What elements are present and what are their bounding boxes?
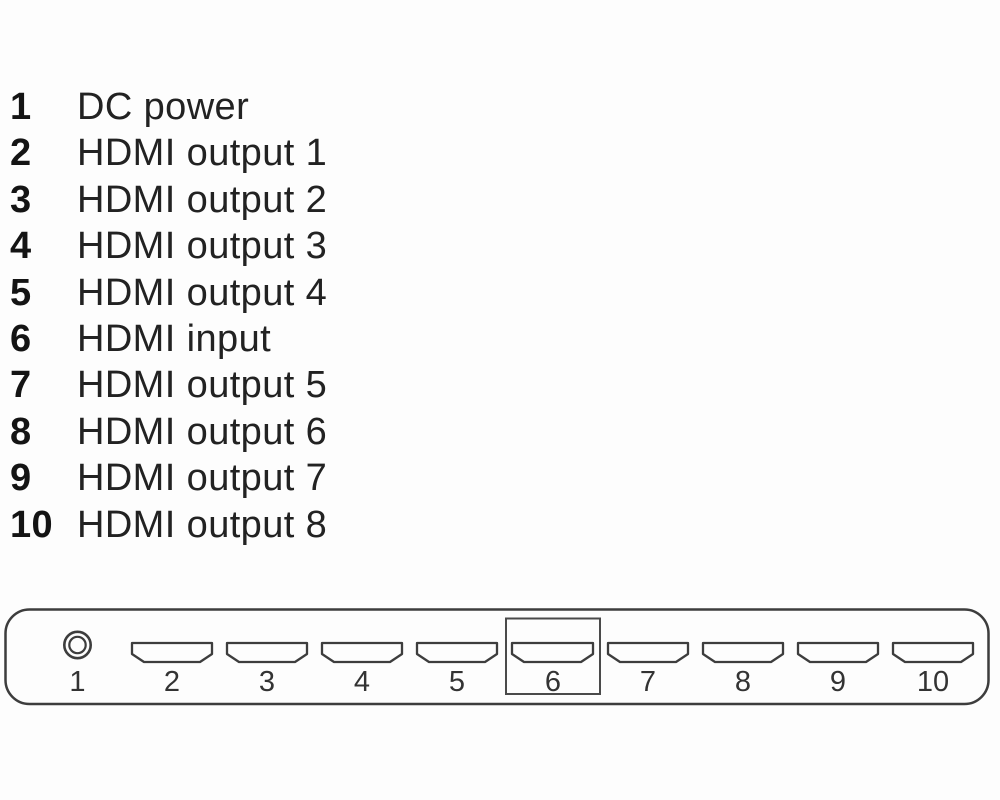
legend-item-number: 8 [10, 410, 32, 453]
legend-row: 4 HDMI output 3 [10, 223, 327, 269]
device-enclosure-outline [4, 608, 990, 706]
port-number: 9 [830, 666, 846, 698]
legend-item-number: 1 [10, 86, 32, 128]
input-port-highlight [505, 617, 601, 695]
hdmi-connector-icon [891, 641, 975, 664]
legend-row: 9 HDMI output 7 [10, 455, 327, 501]
legend-item-number: 10 [10, 503, 54, 546]
hdmi-port: 2 [130, 641, 214, 698]
hdmi-connector-icon [606, 641, 690, 664]
legend-row: 2 HDMI output 1 [10, 130, 327, 176]
port-legend: 1 DC power 2 HDMI output 1 3 HDMI output… [10, 84, 327, 548]
legend-item-label: HDMI input [77, 317, 272, 360]
legend-row: 1 DC power [10, 84, 327, 130]
hdmi-connector-icon [225, 641, 309, 664]
legend-item-label: HDMI output 2 [77, 178, 328, 221]
legend-item-number: 5 [10, 271, 32, 314]
legend-item-number: 3 [10, 178, 32, 221]
port-number: 4 [354, 666, 370, 698]
port-number: 8 [735, 666, 751, 698]
port-number: 5 [449, 666, 465, 698]
legend-row: 8 HDMI output 6 [10, 409, 327, 455]
hdmi-connector-icon [796, 641, 880, 664]
port-number: 3 [259, 666, 275, 698]
legend-row: 3 HDMI output 2 [10, 177, 327, 223]
legend-item-label: HDMI output 3 [77, 225, 328, 268]
dc-power-port: 1 [63, 630, 93, 698]
hdmi-connector-icon [130, 641, 214, 664]
legend-item-label: HDMI output 6 [77, 410, 328, 453]
dc-jack-inner-ring-icon [68, 635, 87, 655]
hdmi-connector-icon [415, 641, 499, 664]
legend-item-number: 4 [10, 225, 32, 268]
port-number: 1 [69, 666, 85, 698]
legend-item-label: HDMI output 5 [77, 364, 328, 407]
legend-row: 7 HDMI output 5 [10, 362, 327, 408]
hdmi-connector-icon [510, 641, 595, 664]
hdmi-port: 3 [225, 641, 309, 698]
port-number: 2 [164, 666, 180, 698]
legend-row: 5 HDMI output 4 [10, 270, 327, 316]
legend-item-label: HDMI output 8 [77, 503, 328, 546]
port-number: 6 [545, 666, 561, 698]
legend-item-label: HDMI output 7 [77, 457, 328, 500]
legend-item-number: 6 [10, 317, 32, 360]
legend-item-label: HDMI output 1 [77, 132, 328, 175]
legend-item-number: 9 [10, 457, 32, 500]
port-number: 7 [640, 666, 656, 698]
legend-item-label: HDMI output 4 [77, 271, 328, 314]
dc-jack-outer-ring-icon [63, 630, 93, 660]
hdmi-port: 4 [320, 641, 404, 698]
hdmi-input-port: 6 [510, 641, 595, 698]
hdmi-port: 8 [701, 641, 785, 698]
legend-row: 6 HDMI input [10, 316, 327, 362]
legend-item-number: 7 [10, 364, 32, 407]
hdmi-port: 7 [606, 641, 690, 698]
legend-item-number: 2 [10, 132, 32, 175]
port-number: 10 [917, 666, 949, 698]
hdmi-connector-icon [701, 641, 785, 664]
legend-item-label: DC power [77, 86, 250, 128]
legend-row: 10 HDMI output 8 [10, 502, 327, 548]
hdmi-port: 5 [415, 641, 499, 698]
hdmi-port: 10 [891, 641, 975, 698]
hdmi-port: 9 [796, 641, 880, 698]
hdmi-connector-icon [320, 641, 404, 664]
